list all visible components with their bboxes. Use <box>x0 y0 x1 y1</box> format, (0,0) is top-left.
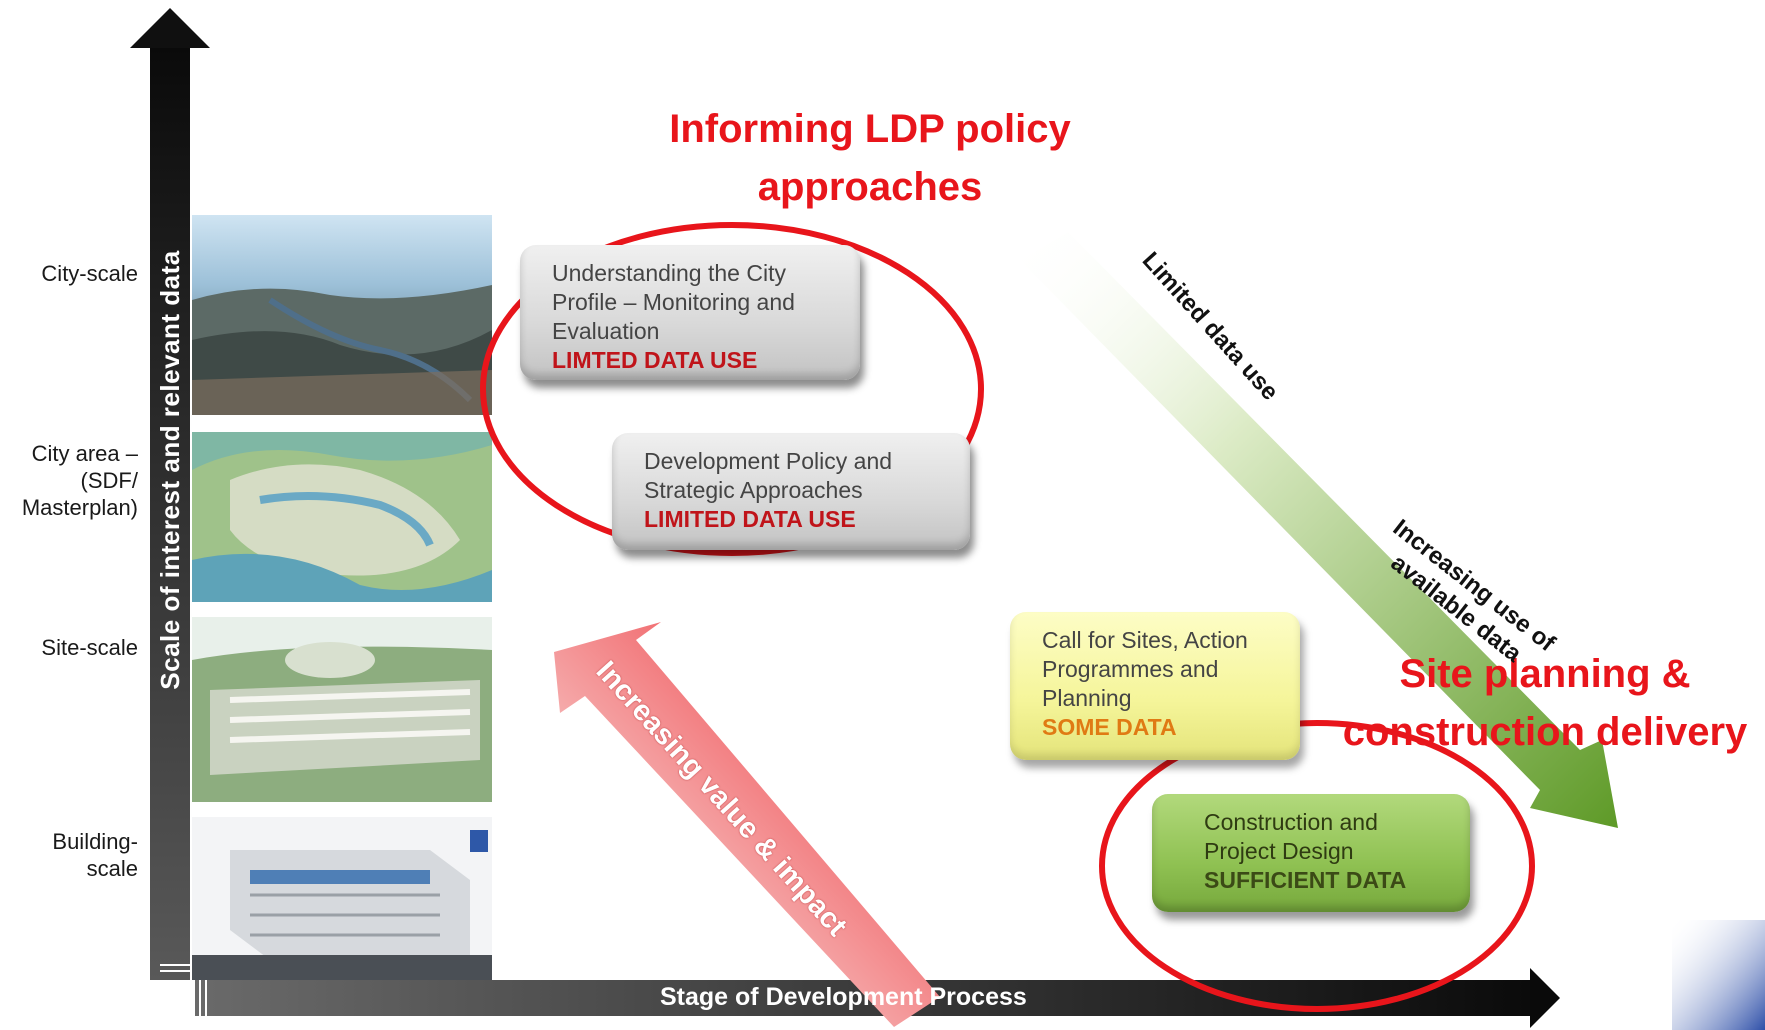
scale-label-city-area: City area – (SDF/ Masterplan) <box>21 441 138 520</box>
stage-line: Understanding the City <box>552 260 786 286</box>
site-highlight-ellipse <box>1099 720 1535 1012</box>
stage-data-tag: LIMTED DATA USE <box>552 347 758 373</box>
stage-line: Programmes and <box>1042 656 1219 682</box>
y-axis-label: Scale of interest and relevant data <box>155 250 185 690</box>
stage-line: Planning <box>1042 685 1132 711</box>
city-area-photo <box>192 432 492 602</box>
stage-line: Call for Sites, Action <box>1042 627 1248 653</box>
y-axis-arrow <box>130 8 210 980</box>
stage-line: Strategic Approaches <box>644 477 863 503</box>
stage-line: Profile – Monitoring and <box>552 289 795 315</box>
green-data-arrow <box>1020 232 1618 828</box>
stage-data-tag: SOME DATA <box>1042 714 1177 740</box>
stage-data-tag: LIMITED DATA USE <box>644 506 856 532</box>
city-scale-photo <box>192 215 492 415</box>
x-axis-label: Stage of Development Process <box>660 983 1027 1011</box>
policy-highlight-ellipse <box>480 222 984 556</box>
stage-line: Development Policy and <box>644 448 893 474</box>
building-scale-photo <box>192 817 492 980</box>
scale-label-site: Site-scale <box>41 635 138 660</box>
stage-box-city-profile: Understanding the City Profile – Monitor… <box>520 245 860 380</box>
stage-line: Evaluation <box>552 318 660 344</box>
site-scale-photo <box>192 617 492 802</box>
scale-label-building: Building- scale <box>52 829 138 881</box>
stage-line: Construction and <box>1204 809 1378 835</box>
stage-data-tag: SUFFICIENT DATA <box>1204 867 1407 893</box>
policy-group-heading: Informing LDP policy approaches <box>669 107 1071 209</box>
red-value-arrow <box>554 622 940 1027</box>
site-group-heading: Site planning & construction delivery <box>1342 652 1748 754</box>
stage-box-call-for-sites: Call for Sites, Action Programmes and Pl… <box>1010 612 1300 760</box>
scale-label-city: City-scale <box>41 261 138 286</box>
stage-line: Project Design <box>1204 838 1354 864</box>
stage-box-construction: Construction and Project Design SUFFICIE… <box>1152 794 1470 912</box>
corner-decoration <box>1672 920 1765 1030</box>
stage-box-development-policy: Development Policy and Strategic Approac… <box>612 433 970 550</box>
